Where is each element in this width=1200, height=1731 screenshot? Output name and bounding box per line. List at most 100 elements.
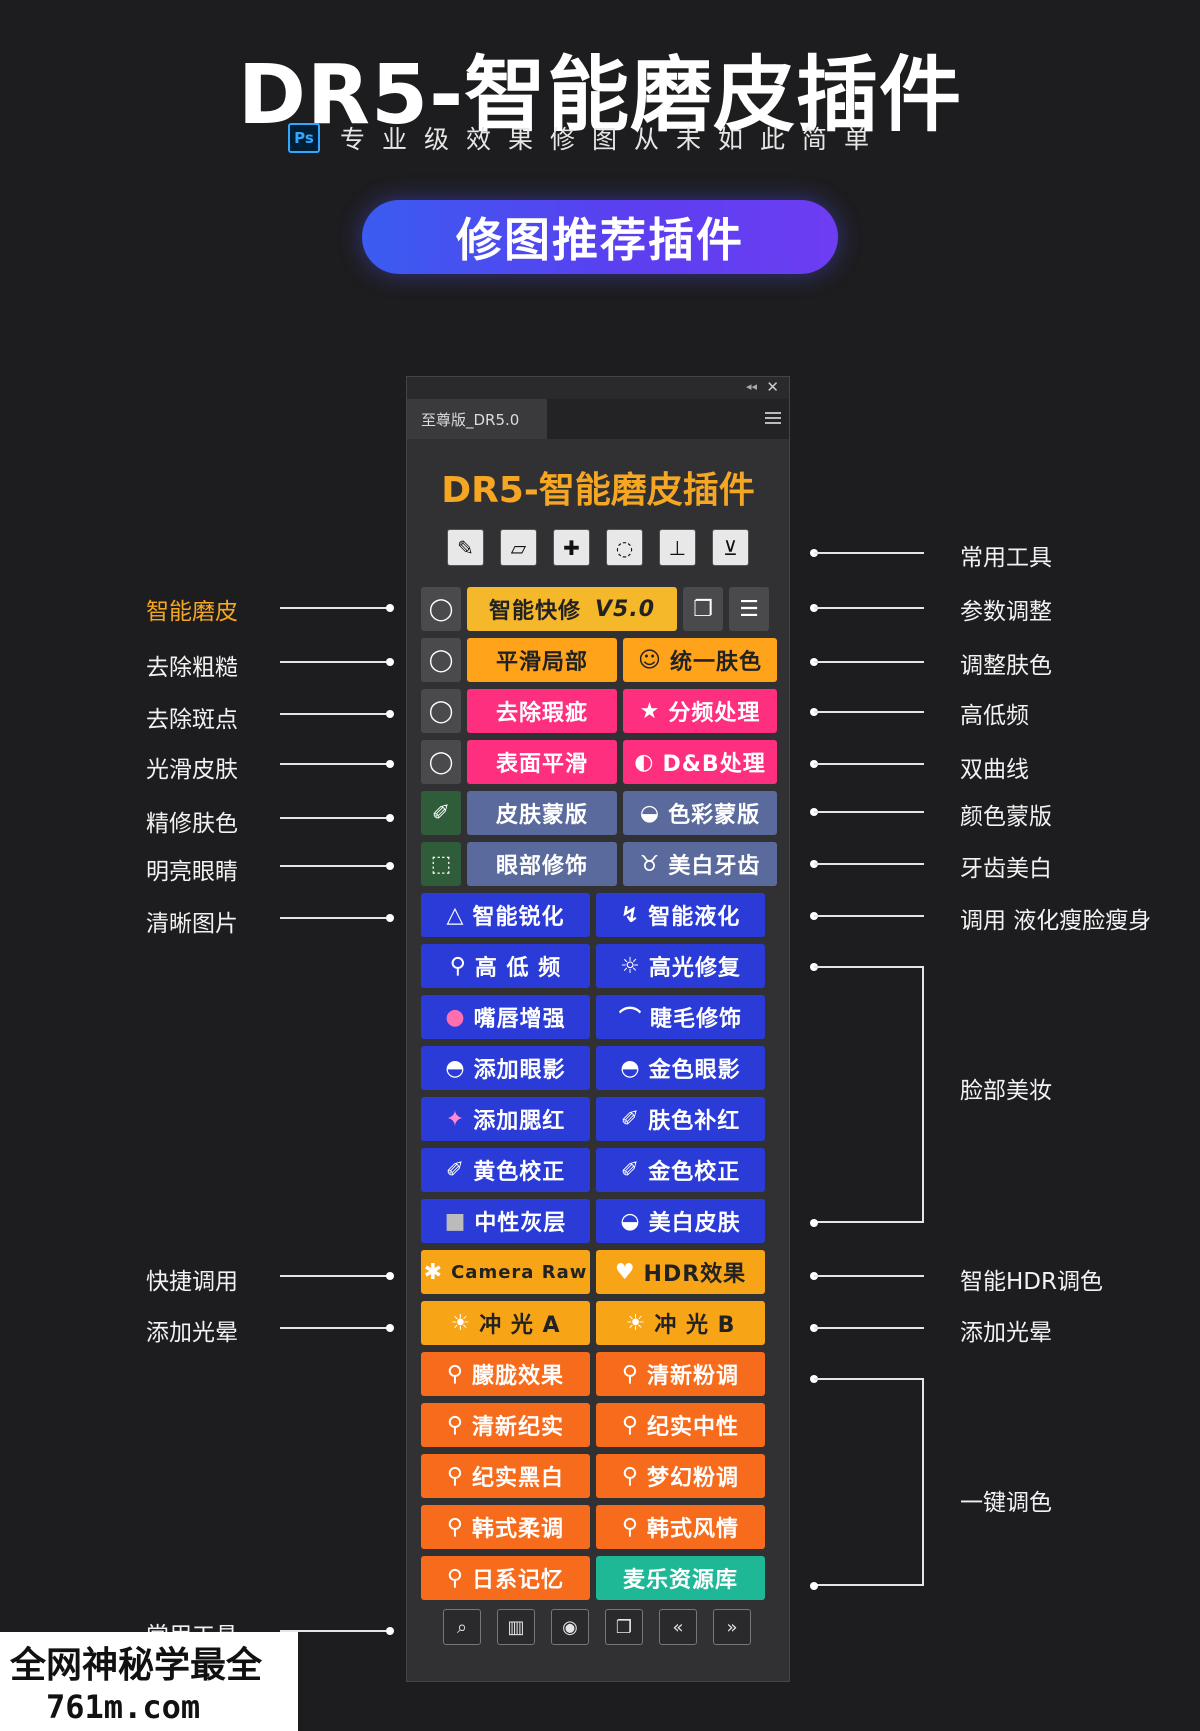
callout-label: 添加光晕 [146, 1320, 238, 1346]
callout-label: 光滑皮肤 [146, 757, 238, 783]
callout-line [814, 811, 924, 813]
layers-icon[interactable]: ❐ [683, 587, 723, 631]
close-icon[interactable]: ✕ [766, 378, 779, 396]
fresh-docu-button[interactable]: ⚲清新纪实 [421, 1403, 590, 1447]
camera-raw-button[interactable]: ✱Camera Raw [421, 1250, 590, 1294]
hazy-effect-button[interactable]: ⚲朦胧效果 [421, 1352, 590, 1396]
callout-line [280, 1630, 390, 1632]
panel-tab[interactable]: 至尊版_DR5.0 [407, 399, 547, 439]
callout-line [280, 865, 390, 867]
hero-title: DR5-智能磨皮插件 [237, 48, 963, 143]
callout-line [280, 661, 390, 663]
callout-line [814, 661, 924, 663]
korean-style-button[interactable]: ⚲韩式风情 [596, 1505, 765, 1549]
remove-blemish-button[interactable]: 去除瑕疵 [467, 689, 617, 733]
menu-icon[interactable] [765, 409, 781, 427]
callout-dot [386, 1627, 394, 1635]
surface-smooth-button[interactable]: 表面平滑 [467, 740, 617, 784]
docu-neutral-button[interactable]: ⚲纪实中性 [596, 1403, 765, 1447]
callout-line [280, 1327, 390, 1329]
panel-titlebar: ◂◂ ✕ [407, 377, 789, 399]
button-row: ◯ 智能快修 V5.0 ❐ ☰ [421, 587, 777, 631]
callout-line [814, 915, 924, 917]
next-icon[interactable]: » [713, 1609, 751, 1645]
heal-stamp-icon[interactable]: ⊻ [712, 529, 749, 566]
add-blush-button[interactable]: ✦添加腮红 [421, 1097, 590, 1141]
zoom-icon[interactable]: ⌕ [443, 1609, 481, 1645]
wand-icon: ⚲ [446, 1565, 465, 1591]
wand-icon: ⚲ [621, 1412, 640, 1438]
eye-retouch-button[interactable]: 眼部修饰 [467, 842, 617, 886]
prev-icon[interactable]: « [659, 1609, 697, 1645]
neutral-gray-button[interactable]: ■中性灰层 [421, 1199, 590, 1243]
star-icon: ✱ [423, 1259, 444, 1285]
smart-sharpen-button[interactable]: △智能锐化 [421, 893, 590, 937]
lip-enhance-button[interactable]: ●嘴唇增强 [421, 995, 590, 1039]
callout-label: 明亮眼睛 [146, 859, 238, 885]
skin-mask-button[interactable]: 皮肤蒙版 [467, 791, 617, 835]
flash-b-button[interactable]: ☀冲 光 B [596, 1301, 765, 1345]
resource-library-button[interactable]: 麦乐资源库 [596, 1556, 765, 1600]
color-mask-button[interactable]: ◒色彩蒙版 [623, 791, 777, 835]
lasso-icon[interactable]: ◌ [606, 529, 643, 566]
fresh-pink-button[interactable]: ⚲清新粉调 [596, 1352, 765, 1396]
photoshop-icon: Ps [288, 123, 320, 153]
window-icon[interactable]: ▥ [497, 1609, 535, 1645]
callout-label: 快捷调用 [146, 1269, 238, 1295]
eye-icon[interactable]: ◉ [551, 1609, 589, 1645]
mask-icon: ◒ [639, 800, 661, 826]
sliders-icon[interactable]: ☰ [729, 587, 769, 631]
button-row: ⚲清新纪实 ⚲纪实中性 [421, 1403, 777, 1447]
smooth-local-button[interactable]: 平滑局部 [467, 638, 617, 682]
db-process-button[interactable]: ◐D&B处理 [623, 740, 777, 784]
yellow-correct-button[interactable]: ✐黄色校正 [421, 1148, 590, 1192]
sun-icon: ☼ [620, 953, 641, 979]
hero-subtitle: 专业级效果修图从未如此简单 [340, 125, 887, 154]
flash-a-button[interactable]: ☀冲 光 A [421, 1301, 590, 1345]
docu-bw-button[interactable]: ⚲纪实黑白 [421, 1454, 590, 1498]
sun-icon: ☀ [450, 1310, 472, 1336]
whiten-teeth-button[interactable]: ♉美白牙齿 [623, 842, 777, 886]
button-row: ⬚ 眼部修饰 ♉美白牙齿 [421, 842, 777, 886]
wand-icon: ⚲ [446, 1514, 465, 1540]
bandage-icon[interactable]: ✚ [553, 529, 590, 566]
add-eyeshadow-button[interactable]: ◓添加眼影 [421, 1046, 590, 1090]
button-row: ✐黄色校正 ✐金色校正 [421, 1148, 777, 1192]
smart-quick-fix-button[interactable]: 智能快修 V5.0 [467, 587, 677, 631]
lasso-icon[interactable]: ◯ [421, 638, 461, 682]
lasso-icon[interactable]: ◯ [421, 740, 461, 784]
button-row: ◓添加眼影 ◓金色眼影 [421, 1046, 777, 1090]
selection-icon[interactable]: ⬚ [421, 842, 461, 886]
unify-skin-button[interactable]: ☺统一肤色 [623, 638, 777, 682]
eyedropper-icon: ✐ [445, 1157, 466, 1183]
whiten-skin-button[interactable]: ◒美白皮肤 [596, 1199, 765, 1243]
callout-dot [810, 1582, 818, 1590]
gold-eyeshadow-button[interactable]: ◓金色眼影 [596, 1046, 765, 1090]
collapse-icon[interactable]: ◂◂ [745, 380, 757, 393]
mask-icon: ◒ [620, 1208, 641, 1234]
lasso-icon[interactable]: ◯ [421, 689, 461, 733]
eyedropper-icon[interactable]: ✐ [421, 791, 461, 835]
highlight-repair-button[interactable]: ☼高光修复 [596, 944, 765, 988]
japan-memory-button[interactable]: ⚲日系记忆 [421, 1556, 590, 1600]
gold-correct-button[interactable]: ✐金色校正 [596, 1148, 765, 1192]
callout-label: 双曲线 [960, 757, 1029, 783]
stamp-icon[interactable]: ⊥ [659, 529, 696, 566]
dream-pink-button[interactable]: ⚲梦幻粉调 [596, 1454, 765, 1498]
eraser-icon[interactable]: ▱ [500, 529, 537, 566]
korean-soft-button[interactable]: ⚲韩式柔调 [421, 1505, 590, 1549]
callout-line [814, 711, 924, 713]
high-low-freq-button[interactable]: ⚲高 低 频 [421, 944, 590, 988]
skin-redden-button[interactable]: ✐肤色补红 [596, 1097, 765, 1141]
panel-title: DR5-智能磨皮插件 [441, 470, 755, 511]
copy-icon[interactable]: ❐ [605, 1609, 643, 1645]
eye-icon: ◓ [445, 1055, 466, 1081]
frequency-split-button[interactable]: ★分频处理 [623, 689, 777, 733]
smart-liquify-button[interactable]: ↯智能液化 [596, 893, 765, 937]
brush-icon[interactable]: ✎ [447, 529, 484, 566]
lash-retouch-button[interactable]: ⌒睫毛修饰 [596, 995, 765, 1039]
lasso-icon[interactable]: ◯ [421, 587, 461, 631]
watermark-line1: 全网神秘学最全 [10, 1645, 263, 1686]
callout-line [814, 607, 924, 609]
hdr-effect-button[interactable]: ♥HDR效果 [596, 1250, 765, 1294]
